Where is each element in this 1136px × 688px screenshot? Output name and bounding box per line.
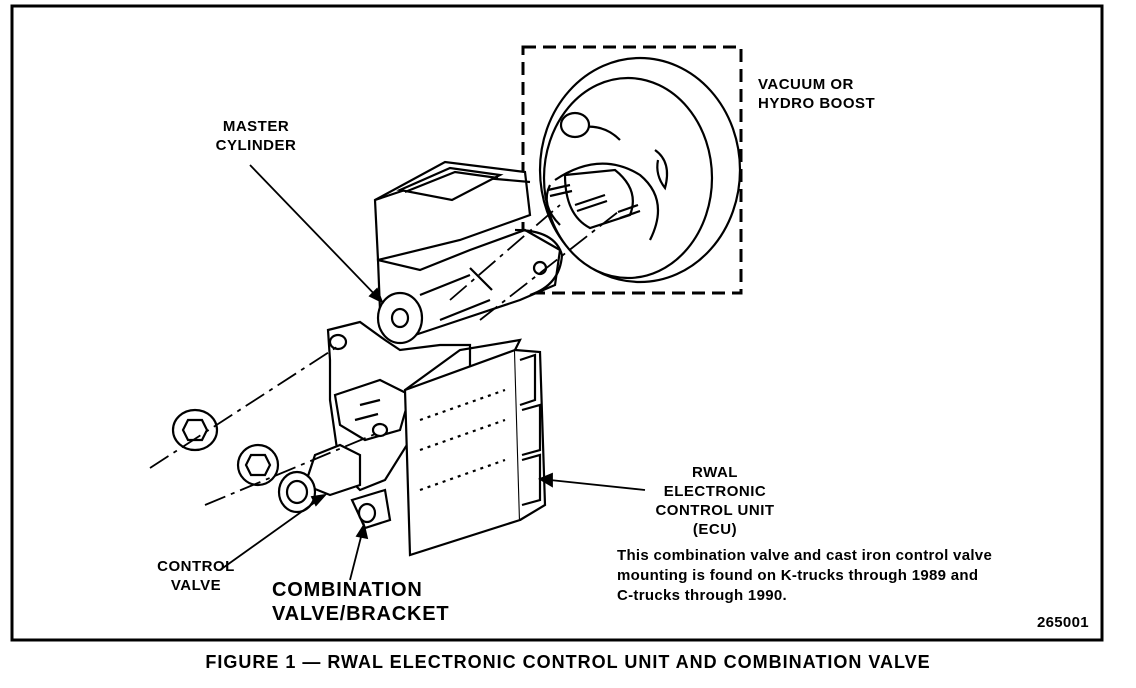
leader-lines	[219, 164, 646, 581]
applicability-note-line3: C-trucks through 1990.	[617, 587, 787, 604]
combination-valve-label-line1: COMBINATION	[272, 579, 423, 601]
ecu-label: RWAL ELECTRONIC CONTROL UNIT (ECU)	[640, 463, 790, 539]
ecu-label-line4: (ECU)	[692, 521, 738, 538]
applicability-note: This combination valve and cast iron con…	[617, 546, 992, 606]
ecu-label-line1: RWAL	[692, 464, 738, 481]
combination-valve-label: COMBINATION VALVE/BRACKET	[272, 578, 449, 626]
combination-valve-bracket	[277, 320, 472, 530]
figure-number: 265001	[1037, 614, 1089, 631]
mounting-nut-lower	[236, 443, 280, 487]
rwal-ecu-module	[403, 338, 547, 557]
master-cylinder-label: MASTER CYLINDER	[210, 117, 302, 155]
master-cylinder	[373, 160, 564, 345]
applicability-note-line2: mounting is found on K-trucks through 19…	[617, 567, 979, 584]
master-cylinder-label-line2: CYLINDER	[215, 137, 297, 154]
figure-frame	[10, 4, 1104, 642]
figure-caption: FIGURE 1 — RWAL ELECTRONIC CONTROL UNIT …	[205, 652, 931, 672]
mounting-nut-upper	[171, 408, 219, 452]
master-cylinder-label-line1: MASTER	[222, 118, 290, 135]
ecu-label-line2: ELECTRONIC	[663, 483, 767, 500]
booster-label: VACUUM OR HYDRO BOOST	[758, 75, 875, 113]
applicability-note-line1: This combination valve and cast iron con…	[617, 547, 993, 564]
ecu-label-line3: CONTROL UNIT	[655, 502, 775, 519]
booster-label-line2: HYDRO BOOST	[758, 95, 876, 112]
combination-valve-label-line2: VALVE/BRACKET	[272, 603, 450, 625]
control-valve-label-line2: VALVE	[170, 577, 222, 594]
control-valve-label-line1: CONTROL	[157, 558, 235, 575]
alignment-lines	[149, 204, 619, 506]
booster-label-line1: VACUUM OR	[758, 76, 854, 93]
control-valve-label: CONTROL VALVE	[150, 557, 242, 595]
brake-booster	[538, 56, 742, 284]
